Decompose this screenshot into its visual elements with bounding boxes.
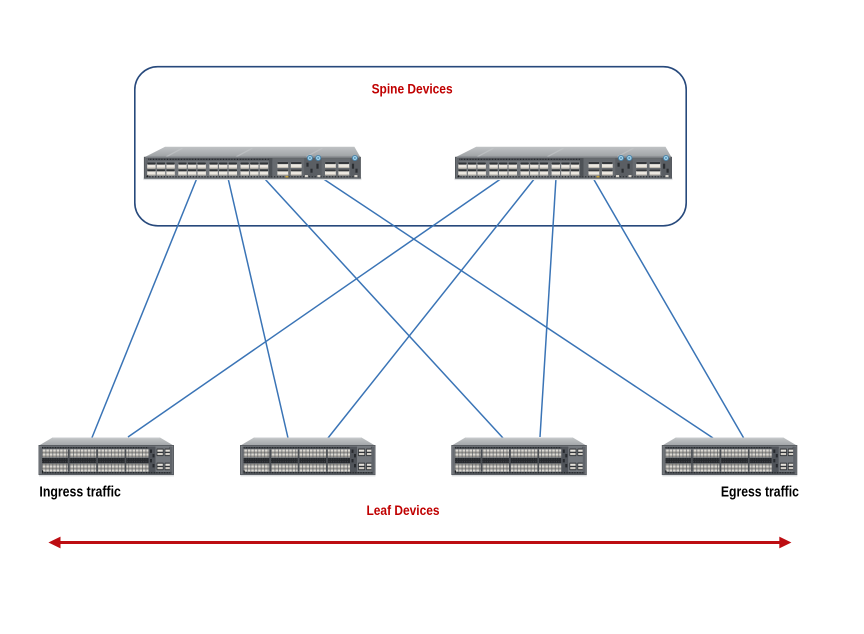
svg-text:Leaf Devices: Leaf Devices [367, 503, 440, 518]
svg-text:Egress traffic: Egress traffic [721, 484, 799, 501]
svg-text:Spine Devices: Spine Devices [372, 82, 453, 97]
svg-text:Ingress traffic: Ingress traffic [39, 484, 121, 501]
